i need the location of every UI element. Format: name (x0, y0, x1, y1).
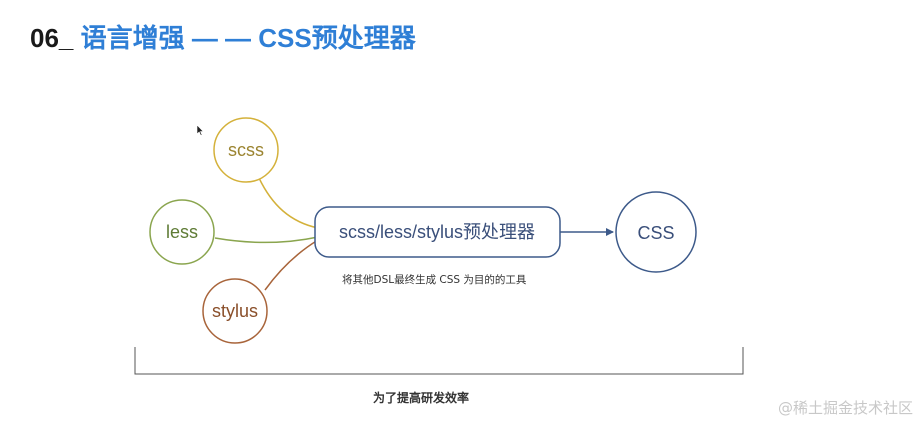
processor-caption: 将其他DSL最终生成 CSS 为目的的工具 (342, 273, 527, 286)
scss-node: scss (213, 117, 279, 183)
css-output-label: CSS (637, 223, 674, 243)
css-output-node: CSS (615, 191, 697, 273)
title-prefix: 06_ (30, 23, 74, 53)
scss-connector (258, 177, 319, 229)
bottom-bracket (134, 347, 744, 375)
less-node: less (149, 199, 215, 265)
processor-label: scss/less/stylus预处理器 (339, 222, 535, 242)
stylus-node: stylus (202, 278, 268, 344)
css-output-circle (615, 191, 697, 273)
slide-title: 06_ 语言增强 — — CSS预处理器 (30, 20, 416, 56)
less-connector (214, 236, 319, 244)
less-label: less (166, 222, 198, 242)
scss-label: scss (228, 140, 264, 160)
less-circle (149, 199, 215, 265)
watermark: @稀土掘金技术社区 (777, 399, 913, 417)
title-text: 语言增强 — — CSS预处理器 (73, 23, 416, 53)
scss-circle (213, 117, 279, 183)
stylus-connector (264, 239, 319, 291)
stylus-label: stylus (212, 301, 258, 321)
bracket-caption: 为了提高研发效率 (373, 390, 469, 405)
processor-node: scss/less/stylus预处理器 (314, 206, 561, 258)
mouse-cursor-icon (196, 124, 205, 136)
stylus-circle (202, 278, 268, 344)
